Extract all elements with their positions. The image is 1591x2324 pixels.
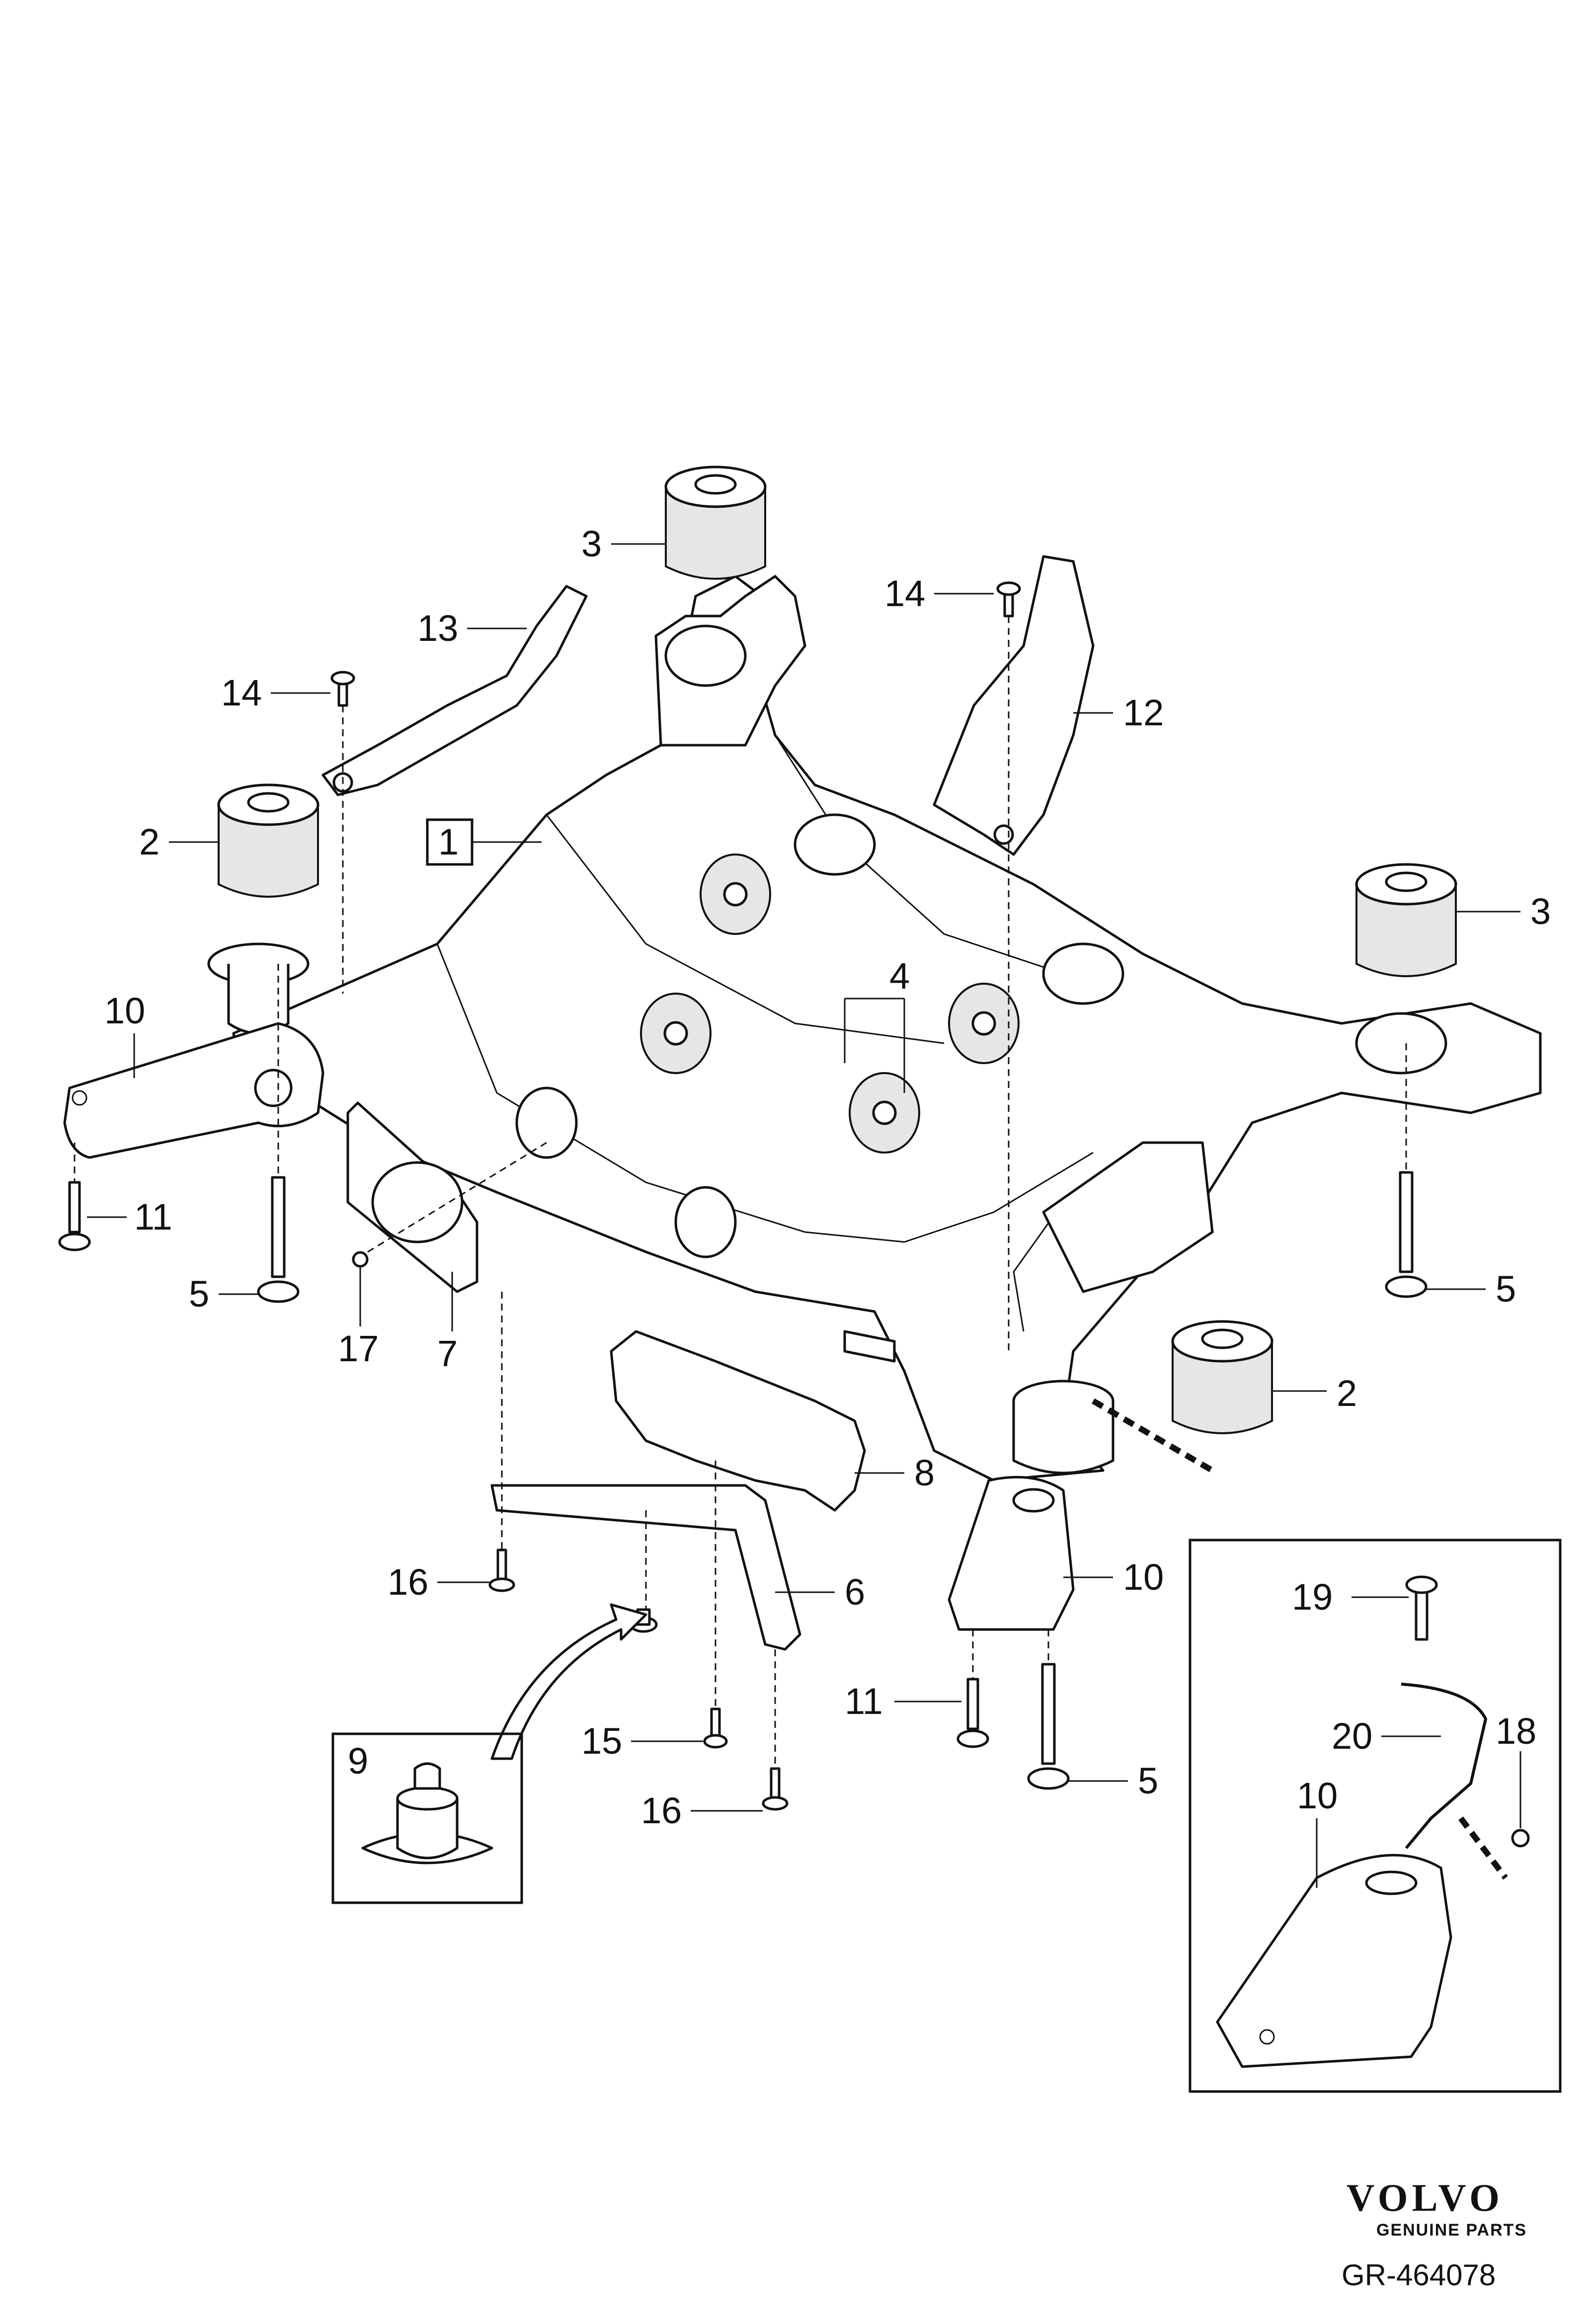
label-16-lower: 16 (641, 1790, 682, 1831)
bolt-16-left (488, 1549, 515, 1592)
label-13: 13 (417, 608, 458, 649)
label-14-right: 14 (884, 573, 925, 614)
label-17: 17 (338, 1328, 379, 1369)
plate-7 (346, 1101, 478, 1293)
brand-block: VOLVO GENUINE PARTS GR-464078 (1342, 2176, 1527, 2292)
bolt-14-right (996, 581, 1021, 618)
label-14-left: 14 (221, 672, 262, 713)
label-18: 18 (1496, 1710, 1536, 1752)
label-10-right: 10 (1123, 1556, 1164, 1598)
bracket-12 (933, 555, 1095, 856)
bolt-17 (352, 1251, 369, 1268)
label-6: 6 (845, 1571, 865, 1613)
label-19: 19 (1292, 1576, 1333, 1618)
detail-box-9: 9 (331, 1732, 523, 1904)
label-3-rear: 3 (581, 523, 602, 564)
plate-10-left (63, 1022, 324, 1159)
label-16-left: 16 (388, 1561, 428, 1603)
detail-box-sensor: 19 20 18 10 (1189, 1539, 1562, 2093)
bolt-15 (703, 1707, 728, 1749)
bolt-11-lower (956, 1678, 989, 1748)
label-5-right: 5 (1496, 1268, 1516, 1310)
label-3-right: 3 (1530, 891, 1551, 932)
plate-10-right (948, 1475, 1075, 1631)
brand-logo-text: VOLVO (1347, 2176, 1504, 2219)
bolt-16-lower (762, 1767, 789, 1811)
brand-subtitle: GENUINE PARTS (1376, 2221, 1527, 2240)
bushing-front-right (1171, 1320, 1273, 1434)
label-9: 9 (348, 1740, 368, 1782)
bushing-rear-center (664, 465, 767, 580)
label-20: 20 (1332, 1715, 1372, 1757)
brace-6 (490, 1484, 801, 1651)
bushing-front-left (217, 783, 319, 898)
bolt-5-right (1385, 1171, 1428, 1298)
label-4: 4 (889, 955, 910, 997)
bolt-11-left (58, 1181, 91, 1251)
label-15: 15 (581, 1720, 622, 1762)
label-10-detail: 10 (1297, 1775, 1338, 1816)
label-2-right: 2 (1337, 1373, 1357, 1414)
bushing-rear-right (1355, 863, 1457, 977)
label-11-lower: 11 (845, 1681, 883, 1722)
bolt-5-left (257, 1176, 300, 1303)
label-2-left: 2 (139, 821, 159, 862)
label-8: 8 (914, 1452, 935, 1493)
bolt-5-lower (1027, 1663, 1070, 1790)
label-12: 12 (1123, 692, 1164, 733)
label-11-left: 11 (134, 1196, 172, 1238)
rear-subframe (207, 575, 1542, 1482)
callouts: 1 2 2 3 3 4 5 5 5 6 7 8 10 10 11 11 (87, 523, 1551, 1831)
label-1: 1 (438, 821, 459, 862)
callout-arrow (490, 1603, 647, 1760)
bolt-14-left (330, 671, 355, 707)
label-5-left: 5 (189, 1273, 209, 1315)
label-10-left: 10 (104, 990, 145, 1031)
diagram-reference: GR-464078 (1342, 2258, 1496, 2292)
label-5-lower: 5 (1138, 1760, 1158, 1801)
shield-8 (610, 1330, 866, 1512)
label-7: 7 (437, 1333, 458, 1374)
